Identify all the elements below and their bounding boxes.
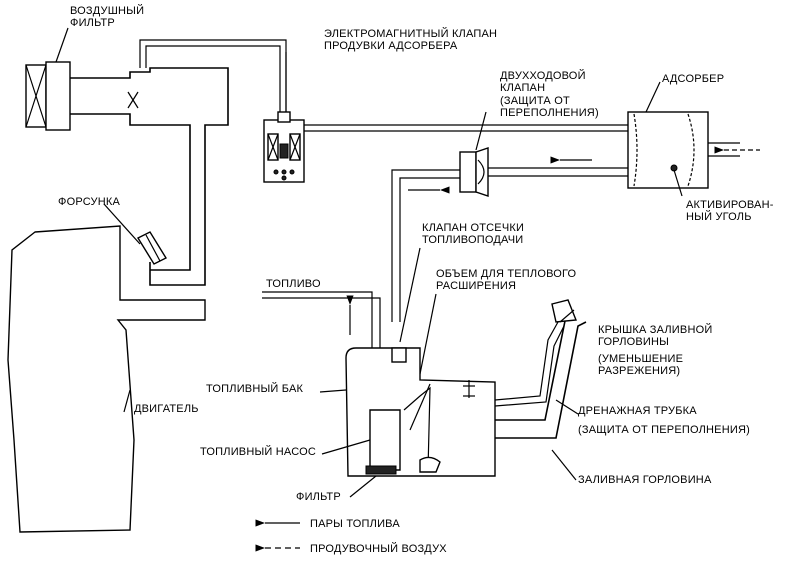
label-cutoff-valve: КЛАПАН ОТСЕЧКИ ТОПЛИВОПОДАЧИ (422, 222, 524, 246)
leader-lines (55, 27, 683, 498)
label-cap-line1: КРЫШКА ЗАЛИВНОЙ (598, 323, 712, 336)
label-expansion-line1: ОБЪЕМ ДЛЯ ТЕПЛОВОГО (436, 268, 577, 280)
label-expansion-line2: РАСШИРЕНИЯ (436, 280, 516, 292)
label-two-way-line4: ПЕРЕПОЛНЕНИЯ) (500, 107, 599, 119)
two-way-valve (391, 147, 628, 322)
label-activated-carbon: АКТИВИРОВАН- НЫЙ УГОЛЬ (686, 199, 774, 223)
label-two-way-line2: КЛАПАН (500, 82, 545, 94)
label-drain-tube: ДРЕНАЖНАЯ ТРУБКА (ЗАЩИТА ОТ ПЕРЕПОЛНЕНИЯ… (578, 405, 750, 436)
label-filler-neck: ЗАЛИВНАЯ ГОРЛОВИНА (578, 474, 712, 486)
legend: ПАРЫ ТОПЛИВА ПРОДУВОЧНЫЙ ВОЗДУХ (255, 518, 447, 555)
purge-solenoid-valve (263, 111, 305, 183)
label-air-filter-line1: ВОЗДУШНЫЙ (70, 4, 144, 17)
label-injector: ФОРСУНКА (58, 196, 120, 208)
label-solenoid-line2: ПРОДУВКИ АДСОРБЕРА (324, 40, 458, 52)
air-filter (25, 61, 229, 286)
label-solenoid: ЭЛЕКТРОМАГНИТНЫЙ КЛАПАН ПРОДУВКИ АДСОРБЕ… (324, 27, 497, 52)
label-cap-line3: (УМЕНЬШЕНИЕ (598, 353, 683, 365)
label-two-way-valve: ДВУХХОДОВОЙ КЛАПАН (ЗАЩИТА ОТ ПЕРЕПОЛНЕН… (500, 69, 599, 119)
label-two-way-line3: (ЗАЩИТА ОТ (500, 95, 570, 107)
label-filter: ФИЛЬТР (296, 491, 341, 503)
label-cutoff-line1: КЛАПАН ОТСЕЧКИ (422, 222, 524, 234)
adsorber (627, 111, 760, 189)
label-drain-line1: ДРЕНАЖНАЯ ТРУБКА (578, 405, 697, 417)
label-cap-line2: ГОРЛОВИНЫ (598, 336, 669, 348)
label-adsorber: АДСОРБЕР (662, 73, 724, 85)
legend-vapor-label: ПАРЫ ТОПЛИВА (310, 518, 400, 530)
injector (137, 231, 167, 265)
label-filler-cap: КРЫШКА ЗАЛИВНОЙ ГОРЛОВИНЫ (УМЕНЬШЕНИЕ РА… (598, 323, 712, 377)
engine (7, 225, 206, 533)
label-drain-line2: (ЗАЩИТА ОТ ПЕРЕПОЛНЕНИЯ) (578, 424, 750, 436)
vapor-line-to-adsorber (304, 124, 628, 132)
label-cap-line4: РАЗРЕЖЕНИЯ) (598, 365, 680, 377)
label-cutoff-line2: ТОПЛИВОПОДАЧИ (422, 234, 523, 246)
label-air-filter-line2: ФИЛЬТР (70, 17, 115, 29)
label-two-way-line1: ДВУХХОДОВОЙ (500, 69, 586, 82)
label-carbon-line2: НЫЙ УГОЛЬ (686, 210, 752, 223)
label-air-filter: ВОЗДУШНЫЙ ФИЛЬТР (70, 4, 144, 29)
legend-purge-label: ПРОДУВОЧНЫЙ ВОЗДУХ (310, 542, 447, 555)
label-fuel-pump: ТОПЛИВНЫЙ НАСОС (200, 445, 316, 458)
label-expansion: ОБЪЕМ ДЛЯ ТЕПЛОВОГО РАСШИРЕНИЯ (436, 268, 577, 292)
label-fuel-tank: ТОПЛИВНЫЙ БАК (206, 382, 304, 395)
label-solenoid-line1: ЭЛЕКТРОМАГНИТНЫЙ КЛАПАН (324, 27, 497, 40)
label-engine: ДВИГАТЕЛЬ (134, 403, 199, 415)
purge-hose (139, 39, 287, 118)
filler-neck (494, 299, 587, 439)
fuel-tank (345, 347, 496, 477)
label-carbon-line1: АКТИВИРОВАН- (686, 199, 774, 211)
label-fuel: ТОПЛИВО (266, 278, 321, 290)
